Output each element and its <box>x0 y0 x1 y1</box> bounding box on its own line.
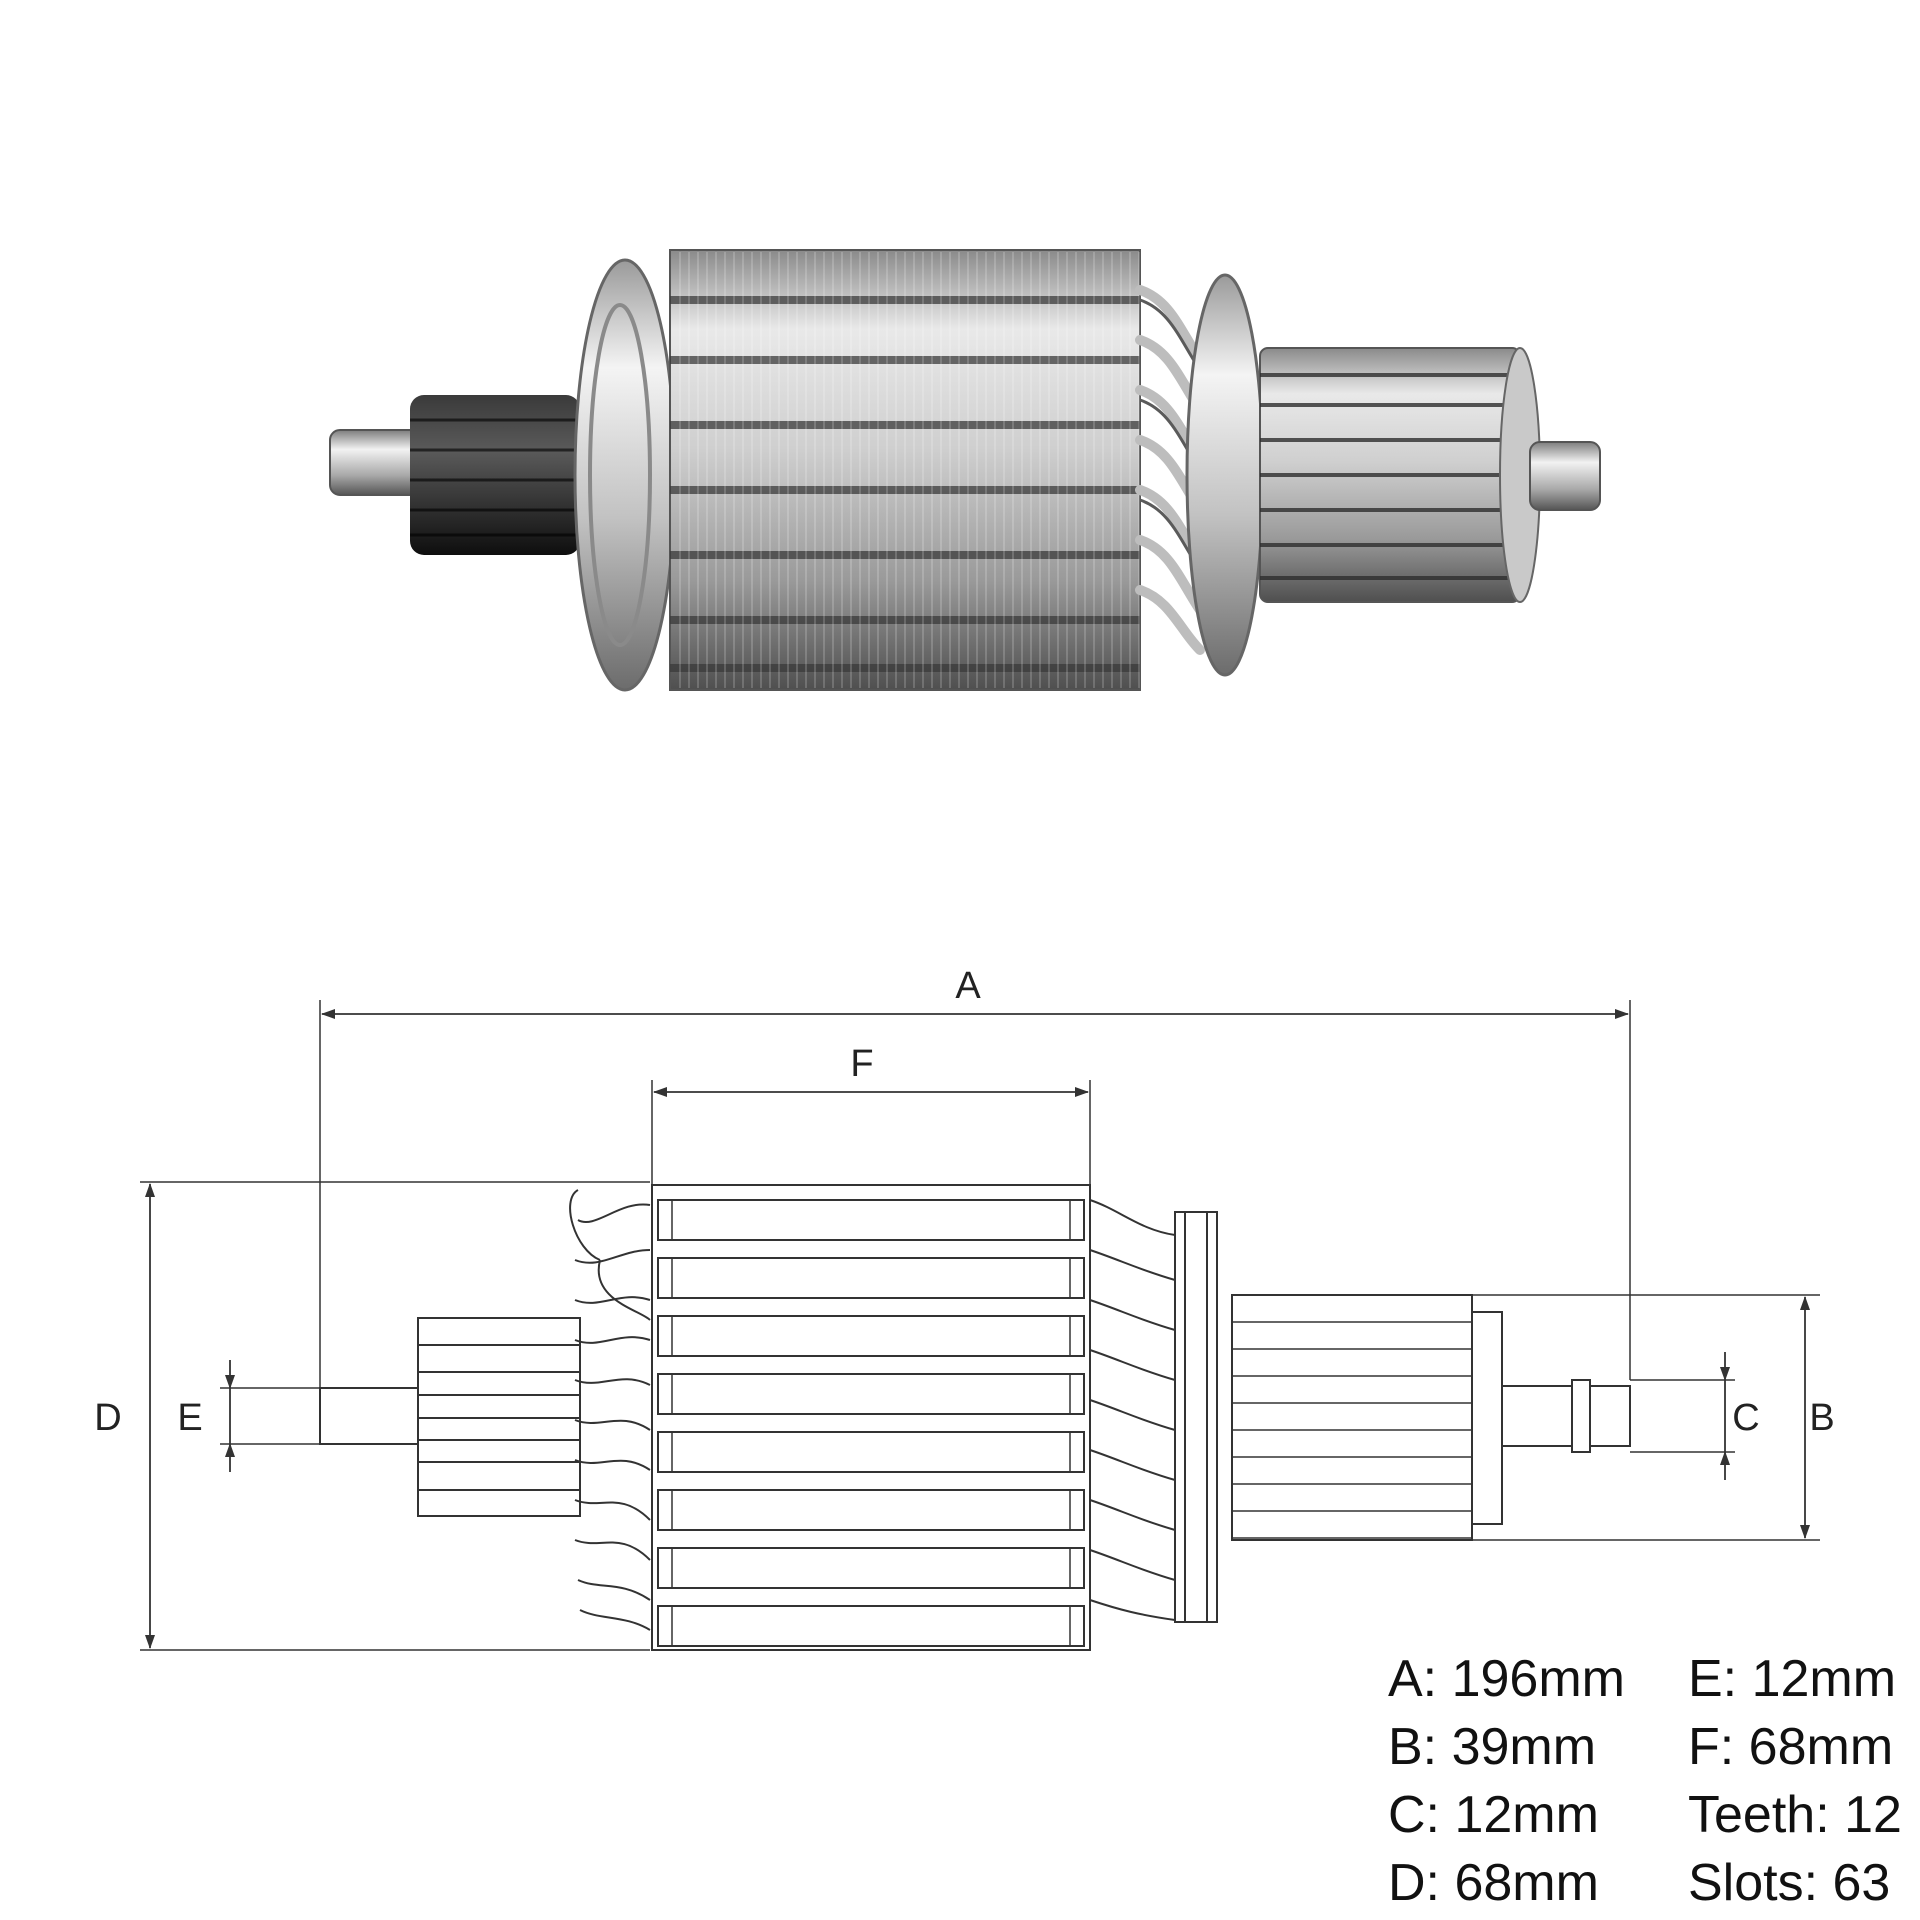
dim-label-B: B <box>1809 1397 1834 1439</box>
drawing-core-slot <box>657 1315 1085 1357</box>
photo-pinion-gear <box>410 395 580 555</box>
spec-A: A: 196mm <box>1388 1650 1625 1708</box>
drawing-right-shaft <box>1501 1385 1573 1447</box>
photo-right-end-ring <box>1185 273 1265 677</box>
spec-list-right: E: 12mm F: 68mm Teeth: 12 Slots: 63 <box>1688 1645 1902 1917</box>
drawing-core <box>651 1184 1091 1651</box>
photo-right-shaft <box>1529 441 1601 511</box>
dim-label-C: C <box>1732 1397 1759 1439</box>
spec-slots: Slots: 63 <box>1688 1854 1891 1912</box>
photo-laminated-core <box>669 249 1141 691</box>
spec-D: D: 68mm <box>1388 1854 1599 1912</box>
drawing-pinion <box>417 1317 581 1517</box>
armature-photo <box>329 249 1601 692</box>
dim-label-E: E <box>177 1397 202 1439</box>
photo-commutator <box>1259 347 1541 603</box>
spec-list-left: A: 196mm B: 39mm C: 12mm D: 68mm <box>1388 1645 1625 1917</box>
dim-label-F: F <box>850 1043 873 1085</box>
drawing-core-slot <box>657 1431 1085 1473</box>
drawing-core-slot <box>657 1547 1085 1589</box>
drawing-core-slot <box>657 1373 1085 1415</box>
dim-label-D: D <box>94 1397 121 1439</box>
drawing-left-shaft <box>319 1387 421 1445</box>
technical-drawing <box>140 1000 1820 1651</box>
drawing-commutator <box>1231 1294 1503 1541</box>
spec-E: E: 12mm <box>1688 1650 1897 1708</box>
drawing-right-windings <box>1089 1199 1176 1621</box>
drawing-core-slot <box>657 1489 1085 1531</box>
spec-C: C: 12mm <box>1388 1786 1599 1844</box>
dim-label-A: A <box>955 965 981 1007</box>
drawing-end-ring <box>1174 1211 1218 1623</box>
spec-F: F: 68mm <box>1688 1718 1894 1776</box>
spec-B: B: 39mm <box>1388 1718 1597 1776</box>
drawing-core-slot <box>657 1199 1085 1241</box>
photo-left-shaft <box>329 429 421 496</box>
drawing-core-slot <box>657 1605 1085 1647</box>
drawing-core-slot <box>657 1257 1085 1299</box>
spec-teeth: Teeth: 12 <box>1688 1786 1902 1844</box>
drawing-left-windings <box>569 1189 651 1631</box>
